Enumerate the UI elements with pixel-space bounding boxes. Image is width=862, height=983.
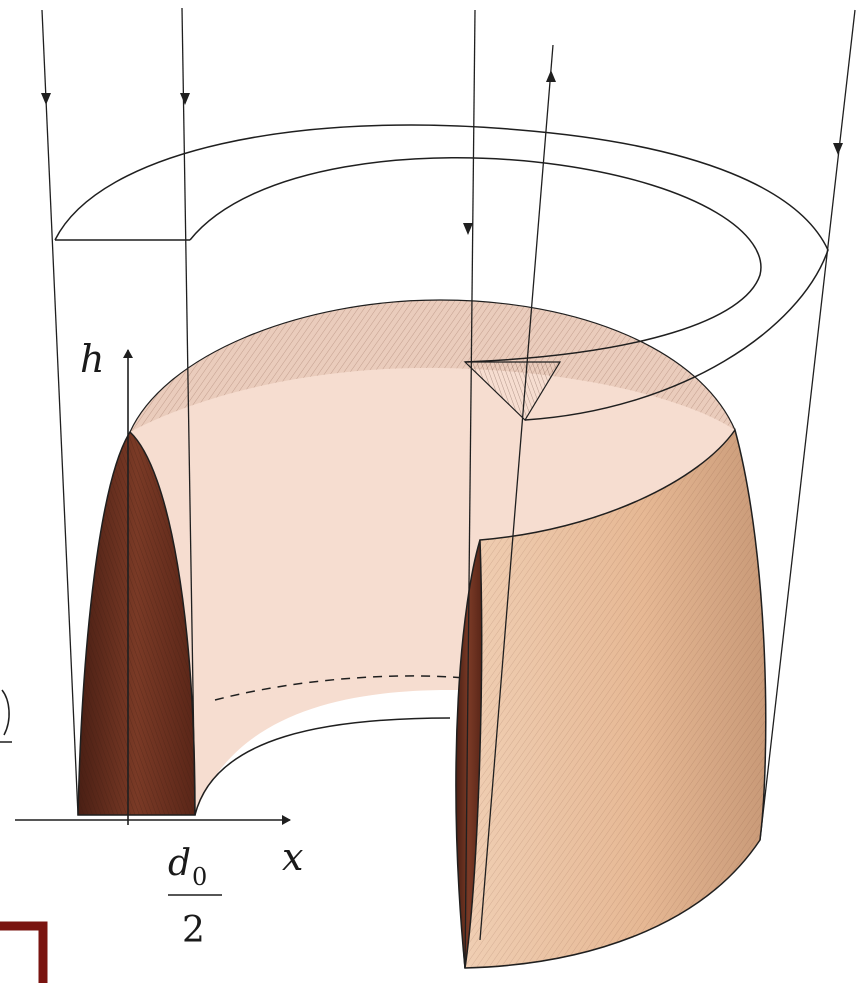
ray-arrow-4 (546, 70, 556, 82)
ray-arrow-3 (463, 223, 473, 235)
h-axis-label: h (80, 337, 104, 381)
inner-bottom-rim (194, 717, 451, 816)
ray-arrow-5 (833, 143, 843, 155)
x-axis-label: x (282, 835, 303, 879)
fraction-numerator-subscript: 0 (192, 863, 207, 891)
ring-outer-hatching (458, 430, 766, 968)
projected-ring-inner (189, 156, 762, 363)
left-cross-section-hatching (78, 432, 195, 815)
projection-ray-2 (181, 7, 196, 816)
ray-arrow-2 (180, 93, 190, 105)
clipped-label-fragment (0, 689, 12, 743)
projected-ring-outer (54, 124, 829, 421)
projected-ring-cut-face (463, 361, 562, 421)
projection-ray-4 (479, 44, 554, 941)
projection-ray-1 (41, 9, 79, 816)
frame-corner-bracket (0, 921, 48, 983)
projection-ray-3 (464, 9, 476, 969)
fraction-numerator-d: d (168, 843, 191, 884)
projection-ray-5 (759, 9, 856, 841)
ring-top-rim-hatching (130, 300, 735, 432)
ray-arrow-1 (41, 93, 51, 105)
fraction-denominator: 2 (182, 910, 205, 951)
